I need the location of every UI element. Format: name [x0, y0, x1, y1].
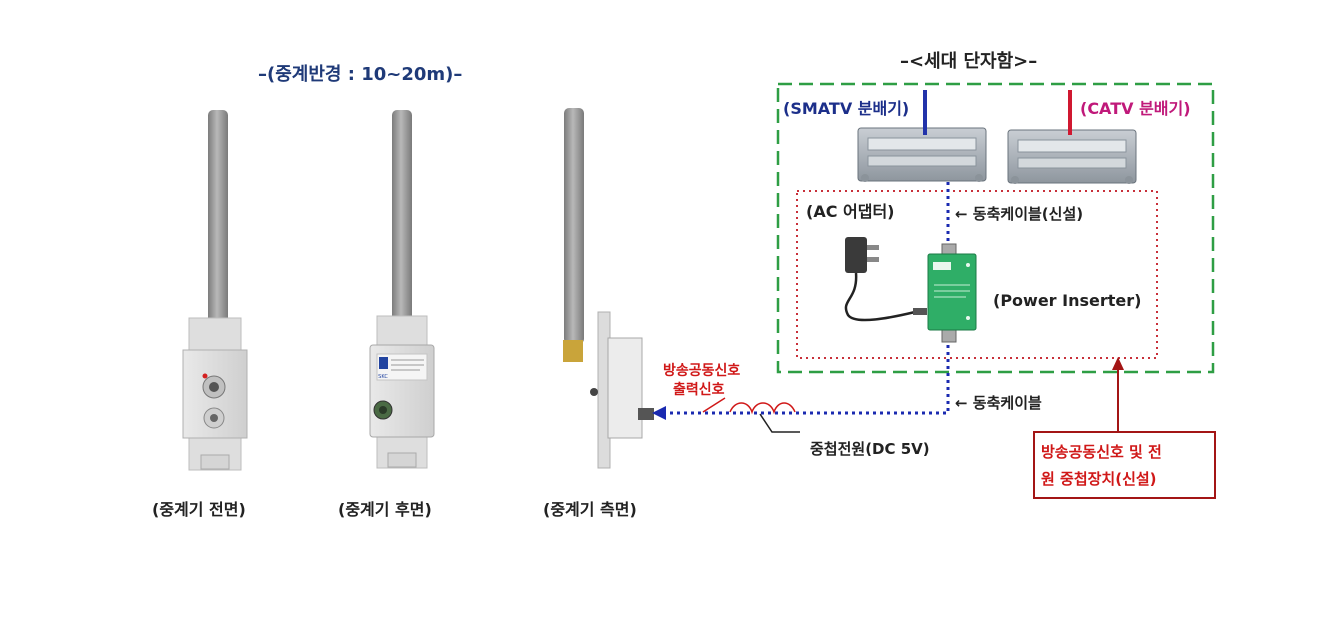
inserter-box-border — [796, 190, 1158, 359]
status-led — [202, 373, 208, 379]
repeater-front — [182, 110, 248, 471]
mount-tab — [200, 454, 230, 470]
coax-label: ← 동축케이블 — [955, 394, 1042, 412]
dc-power-label: 중첩전원(DC 5V) — [810, 440, 930, 458]
terminal-box-border — [776, 82, 1215, 374]
caption-side: (중계기 측면) — [543, 500, 637, 519]
repeater-back: SKC — [369, 110, 435, 469]
dc-brace — [729, 402, 796, 415]
antenna-rod — [208, 110, 228, 350]
antenna-rod — [392, 110, 412, 330]
caption-back: (중계기 후면) — [338, 500, 432, 519]
catv-splitter-label: (CATV 분배기) — [1080, 99, 1191, 118]
range-label: –(중계반경 : 10~20m)– — [258, 64, 463, 85]
repeater-body — [607, 337, 643, 439]
brand-logo-icon — [379, 357, 388, 369]
output-signal-label-2: 출력신호 — [673, 382, 725, 398]
terminal-box-title: –<세대 단자함>– — [900, 51, 1038, 72]
antenna-rod — [564, 108, 584, 344]
smatv-splitter-label: (SMATV 분배기) — [783, 99, 910, 118]
coax-new-label: ← 동축케이블(신설) — [955, 205, 1084, 223]
power-inserter — [927, 243, 977, 343]
coax-line-lower — [664, 345, 950, 415]
power-inserter-label: (Power Inserter) — [993, 291, 1142, 310]
catv-splitter — [1007, 129, 1137, 184]
f-connector-icon — [638, 408, 654, 420]
signal-pointer — [702, 397, 726, 413]
output-signal-label-1: 방송공동신호 — [663, 363, 741, 379]
brand-logo-text: SKC — [378, 374, 388, 380]
arrow-head-icon — [652, 406, 666, 420]
injector-label-1: 방송공동신호 및 전 — [1041, 443, 1162, 461]
dc-pointer — [759, 413, 800, 433]
mount-tab — [387, 452, 417, 468]
sma-connector — [563, 340, 583, 362]
arrow-head-icon — [1112, 357, 1124, 370]
injector-label-2: 원 중첩장치(신설) — [1041, 470, 1157, 488]
repeater-side — [563, 108, 654, 469]
ac-adapter — [844, 237, 927, 322]
caption-front: (중계기 전면) — [152, 500, 246, 519]
smatv-splitter — [857, 127, 987, 182]
callout-box — [1033, 431, 1216, 499]
ac-adapter-label: (AC 어댑터) — [806, 202, 895, 221]
